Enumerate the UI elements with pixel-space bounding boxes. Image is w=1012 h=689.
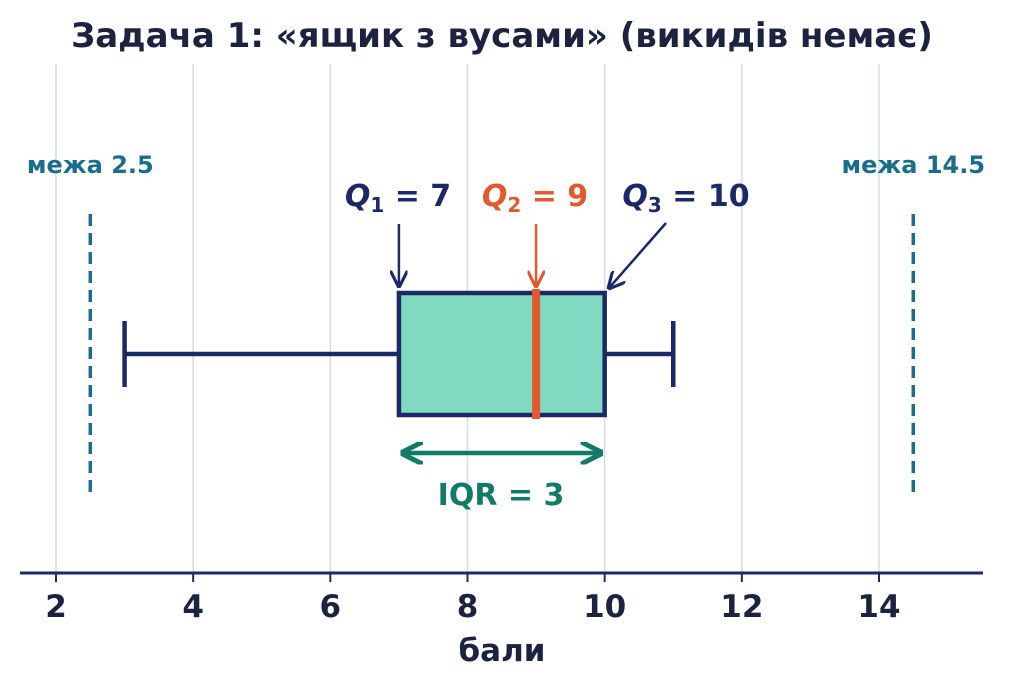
- q1-label: Q1 = 7: [345, 179, 451, 217]
- fence-label-0: межа 2.5: [27, 151, 154, 179]
- quartile-annotations: Q1 = 7 Q2 = 9 Q3 = 10 IQR = 3: [345, 179, 750, 513]
- chart-title: Задача 1: «ящик з вусами» (викидів немає…: [71, 16, 933, 56]
- iqr-box: [396, 290, 607, 418]
- q2-label: Q2 = 9: [482, 179, 588, 217]
- tick-label-10: 10: [583, 589, 626, 625]
- tick-label-12: 12: [720, 589, 763, 625]
- tick-label-2: 2: [45, 589, 67, 625]
- iqr-label: IQR = 3: [438, 478, 565, 513]
- box-and-whiskers: [122, 289, 676, 419]
- x-axis-label: бали: [459, 633, 546, 669]
- tick-label-6: 6: [320, 589, 342, 625]
- x-axis-ticks: 2 4 6 8 10 12 14: [45, 573, 901, 625]
- q3-label: Q3 = 10: [622, 179, 749, 217]
- fence-label-1: межа 14.5: [842, 151, 986, 179]
- fences: межа 2.5 межа 14.5: [27, 151, 985, 494]
- tick-label-4: 4: [182, 589, 204, 625]
- q3-arrow: [609, 222, 667, 288]
- tick-label-14: 14: [857, 589, 900, 625]
- tick-label-8: 8: [457, 589, 479, 625]
